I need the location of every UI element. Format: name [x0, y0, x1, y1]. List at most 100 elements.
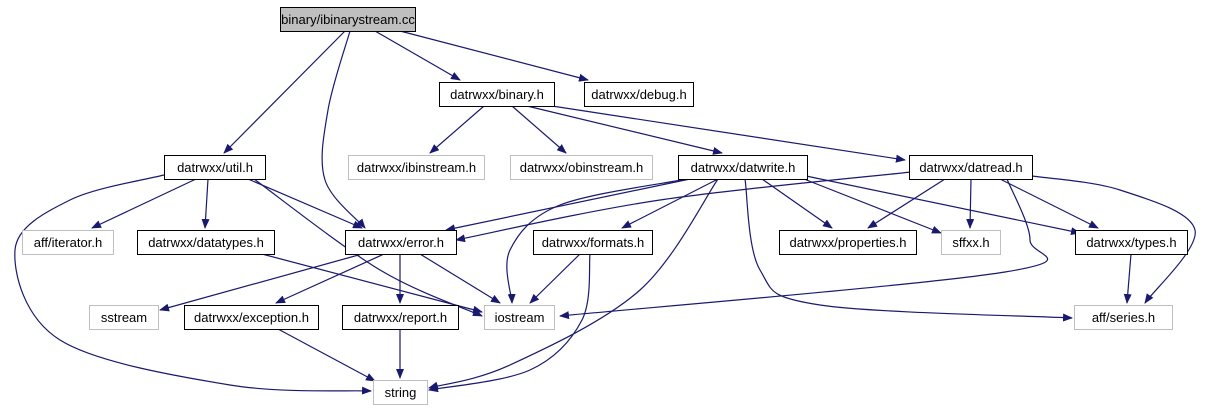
node-label: string	[385, 385, 417, 400]
edge-root-to-error_h	[321, 30, 366, 229]
node-label: datrwxx/debug.h	[591, 87, 686, 102]
edge-datwrite_h-to-string	[428, 178, 719, 390]
node-box	[1074, 305, 1173, 330]
edge-datread_h-to-properties_h	[867, 178, 946, 229]
node-datatypes-h[interactable]: datrwxx/datatypes.h	[137, 230, 275, 255]
node-datwrite-h[interactable]: datrwxx/datwrite.h	[678, 155, 808, 180]
node-util-h[interactable]: datrwxx/util.h	[164, 155, 266, 180]
edge-binary_h-to-datwrite_h	[526, 105, 723, 155]
node-box	[373, 380, 428, 405]
node-label: datrwxx/datatypes.h	[148, 235, 264, 250]
edge-datwrite_h-to-properties_h	[761, 178, 833, 229]
node-label: sstream	[101, 310, 147, 325]
node-binary-h[interactable]: datrwxx/binary.h	[439, 82, 555, 107]
node-label: datrwxx/datwrite.h	[691, 160, 796, 175]
node-label: datrwxx/obinstream.h	[520, 160, 644, 175]
node-report-h[interactable]: datrwxx/report.h	[342, 305, 459, 330]
edge-formats_h-to-string	[428, 253, 591, 393]
node-exception-h[interactable]: datrwxx/exception.h	[184, 305, 319, 330]
edge-root-to-debug_h	[399, 30, 589, 82]
node-iostream: iostream	[484, 305, 555, 330]
node-debug-h[interactable]: datrwxx/debug.h	[584, 82, 694, 107]
node-label: datrwxx/properties.h	[789, 235, 906, 250]
node-properties-h[interactable]: datrwxx/properties.h	[779, 230, 917, 255]
node-box	[1075, 230, 1188, 255]
edge-datatypes_h-to-iostream	[261, 253, 483, 314]
node-label: datrwxx/error.h	[358, 235, 444, 250]
node-label: iostream	[495, 310, 545, 325]
node-label: datrwxx/types.h	[1086, 235, 1176, 250]
node-box	[348, 155, 485, 180]
edge-types_h-to-aff_series_h	[1123, 253, 1132, 304]
node-sstream: sstream	[89, 305, 159, 330]
node-label: sffxx.h	[952, 235, 989, 250]
node-box	[678, 155, 808, 180]
node-box	[941, 230, 1001, 255]
node-label: datrwxx/binary.h	[450, 87, 544, 102]
node-box	[345, 230, 457, 255]
node-formats-h[interactable]: datrwxx/formats.h	[533, 230, 653, 255]
edge-binary_h-to-datread_h	[551, 105, 906, 163]
edge-datread_h-to-error_h	[455, 171, 912, 243]
edge-datwrite_h-to-formats_h	[621, 178, 719, 229]
edge-datread_h-to-aff_series_h	[1031, 175, 1196, 304]
edge-util_h-to-error_h	[247, 178, 363, 229]
edge-datread_h-to-sffxx_h	[966, 178, 975, 229]
node-box	[184, 305, 319, 330]
edge-datwrite_h-to-types_h	[805, 175, 1081, 236]
node-aff-iterator-h: aff/iterator.h	[22, 230, 114, 255]
nodes-layer: binary/ibinarystream.cc datrwxx/binary.h d…	[22, 7, 1188, 405]
node-ibinstream-h: datrwxx/ibinstream.h	[348, 155, 485, 180]
edge-util_h-to-datatypes_h	[201, 178, 210, 229]
node-label: datrwxx/util.h	[177, 160, 253, 175]
node-types-h[interactable]: datrwxx/types.h	[1075, 230, 1188, 255]
node-root[interactable]: binary/ibinarystream.cc	[280, 7, 416, 32]
edge-root-to-binary_h	[374, 30, 461, 81]
node-aff-series-h: aff/series.h	[1074, 305, 1173, 330]
edge-error_h-to-iostream	[419, 253, 501, 304]
node-label: aff/series.h	[1092, 310, 1155, 325]
node-string: string	[373, 380, 428, 405]
node-label: datrwxx/ibinstream.h	[357, 160, 476, 175]
node-box	[510, 155, 653, 180]
edges-layer	[14, 30, 1196, 395]
edge-datwrite_h-to-aff_series_h	[744, 178, 1073, 322]
node-box	[533, 230, 653, 255]
edge-exception_h-to-string	[277, 328, 376, 382]
node-label: aff/iterator.h	[34, 235, 102, 250]
node-error-h[interactable]: datrwxx/error.h	[345, 230, 457, 255]
node-datread-h[interactable]: datrwxx/datread.h	[909, 155, 1033, 180]
node-box	[584, 82, 694, 107]
node-label: datrwxx/report.h	[354, 310, 447, 325]
node-label: binary/ibinarystream.cc	[281, 12, 415, 27]
edge-error_h-to-sstream	[159, 253, 363, 312]
edge-util_h-to-string	[14, 174, 372, 395]
edge-datwrite_h-to-error_h	[445, 178, 691, 233]
node-sffxx-h: sffxx.h	[941, 230, 1001, 255]
node-box	[164, 155, 266, 180]
node-box	[22, 230, 114, 255]
edge-error_h-to-exception_h	[275, 253, 385, 304]
edge-datread_h-to-types_h	[999, 178, 1099, 229]
edge-datwrite_h-to-sffxx_h	[803, 178, 942, 234]
node-label: datrwxx/datread.h	[919, 160, 1022, 175]
node-obinstream-h: datrwxx/obinstream.h	[510, 155, 653, 180]
edge-datwrite_h-to-iostream	[506, 178, 688, 304]
edge-util_h-to-aff_iterator_h	[91, 178, 197, 229]
node-box	[89, 305, 159, 330]
node-label: datrwxx/exception.h	[194, 310, 309, 325]
node-box	[280, 7, 416, 32]
edge-formats_h-to-iostream	[529, 253, 581, 304]
node-box	[439, 82, 555, 107]
edge-binary_h-to-obinstream_h	[511, 105, 567, 154]
node-box	[342, 305, 459, 330]
node-label: datrwxx/formats.h	[542, 235, 645, 250]
node-box	[909, 155, 1033, 180]
node-box	[484, 305, 555, 330]
node-box	[779, 230, 917, 255]
edge-datread_h-to-iostream	[559, 178, 1048, 320]
edge-root-to-util_h	[223, 30, 346, 154]
node-box	[137, 230, 275, 255]
edge-binary_h-to-ibinstream_h	[429, 105, 485, 154]
